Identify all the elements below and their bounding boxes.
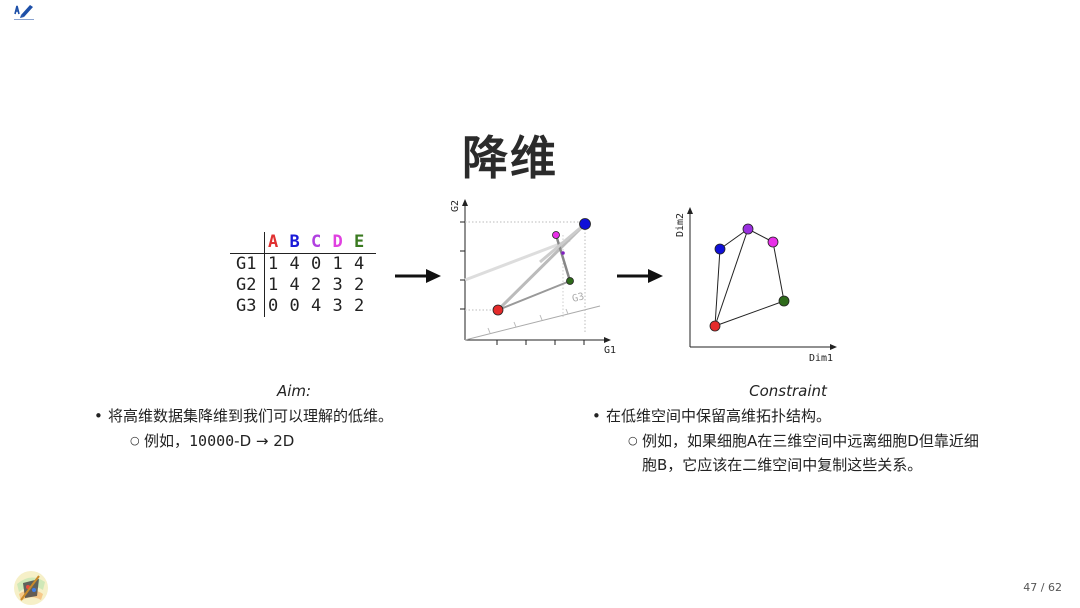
aim-sub-prefix: 例如， — [144, 432, 190, 450]
constraint-heading: Constraint — [749, 382, 827, 400]
aim-sub-mono: 10000 — [189, 432, 235, 450]
right-arrow-icon — [617, 269, 663, 283]
point-c — [561, 251, 565, 255]
matrix-cell: 4 — [289, 275, 300, 295]
point-a — [709, 320, 721, 332]
matrix-cell: 2 — [354, 275, 365, 295]
bottom-left-logo-icon — [14, 571, 48, 605]
right-arrow-icon — [395, 269, 441, 283]
matrix-cell: 4 — [354, 254, 365, 274]
matrix-cell: 1 — [268, 275, 279, 295]
point-c — [742, 223, 754, 235]
matrix-header-e: E — [354, 232, 365, 252]
matrix-row-label: G1 — [236, 254, 257, 274]
matrix-corner — [230, 232, 264, 253]
top-left-logo-icon — [14, 5, 34, 20]
matrix-header-a: A — [268, 232, 279, 252]
aim-heading: Aim: — [276, 382, 312, 400]
matrix-cell: 0 — [268, 296, 279, 316]
matrix-cell: 3 — [332, 275, 343, 295]
matrix-cell: 2 — [354, 296, 365, 316]
matrix-row-label: G3 — [236, 296, 257, 316]
plot-3d-z-label: G3 — [571, 291, 585, 305]
point-b — [579, 218, 591, 230]
matrix-header-d: D — [332, 232, 343, 252]
page-number: 47 / 62 — [1023, 581, 1062, 594]
matrix-header-row: A B C D E — [230, 232, 376, 254]
point-d — [552, 231, 560, 239]
plot-2d-x-label: Dim1 — [809, 353, 833, 364]
matrix-row: G2 1 4 2 3 2 — [230, 275, 376, 296]
matrix-cell: 4 — [311, 296, 322, 316]
sub-bullet-circle-icon: ○ — [628, 434, 638, 447]
point-d — [767, 236, 779, 248]
aim-section: Aim: 将高维数据集降维到我们可以理解的低维。 ○ 例如，10000-D → … — [94, 382, 534, 453]
plot-3d: G1 G2 G3 — [450, 199, 616, 356]
sub-bullet-circle-icon: ○ — [130, 434, 140, 447]
plot-2d: Dim1 Dim2 — [675, 207, 837, 364]
matrix-header-c: C — [311, 232, 322, 252]
point-a — [492, 304, 504, 316]
point-b — [714, 243, 726, 255]
aim-sub-suffix: -D → 2D — [234, 432, 295, 450]
matrix-header-b: B — [289, 232, 300, 252]
matrix-cell: 1 — [268, 254, 279, 274]
matrix-cell: 3 — [332, 296, 343, 316]
plot-2d-y-label: Dim2 — [675, 213, 686, 237]
matrix-row-label: G2 — [236, 275, 257, 295]
plot-3d-z-axis — [464, 305, 601, 341]
matrix-cell: 1 — [332, 254, 343, 274]
matrix-cell: 4 — [289, 254, 300, 274]
constraint-sub-bullet: ○ 例如，如果细胞A在三维空间中远离细胞D但靠近细 胞B，它应该在二维空间中复制… — [592, 429, 1012, 477]
matrix-row: G1 1 4 0 1 4 — [230, 254, 376, 275]
matrix-row: G3 0 0 4 3 2 — [230, 296, 376, 317]
aim-bullet: 将高维数据集降维到我们可以理解的低维。 — [94, 405, 534, 427]
constraint-bullet: 在低维空间中保留高维拓扑结构。 — [592, 405, 1012, 427]
plot-3d-y-label: G2 — [450, 200, 461, 212]
matrix-cell: 0 — [311, 254, 322, 274]
point-e — [778, 295, 790, 307]
constraint-section: Constraint 在低维空间中保留高维拓扑结构。 ○ 例如，如果细胞A在三维… — [592, 382, 1012, 477]
aim-sub-bullet: ○ 例如，10000-D → 2D — [94, 429, 534, 453]
point-e — [566, 277, 574, 285]
data-matrix: A B C D E G1 1 4 0 1 4 G2 1 4 2 3 2 G3 0… — [230, 232, 376, 317]
matrix-cell: 2 — [311, 275, 322, 295]
matrix-cell: 0 — [289, 296, 300, 316]
constraint-sub-line1: 例如，如果细胞A在三维空间中远离细胞D但靠近细 — [642, 432, 979, 450]
slide-title: 降维 — [462, 131, 558, 185]
constraint-sub-line2: 胞B，它应该在二维空间中复制这些关系。 — [642, 456, 923, 474]
plot-3d-x-label: G1 — [604, 345, 616, 356]
